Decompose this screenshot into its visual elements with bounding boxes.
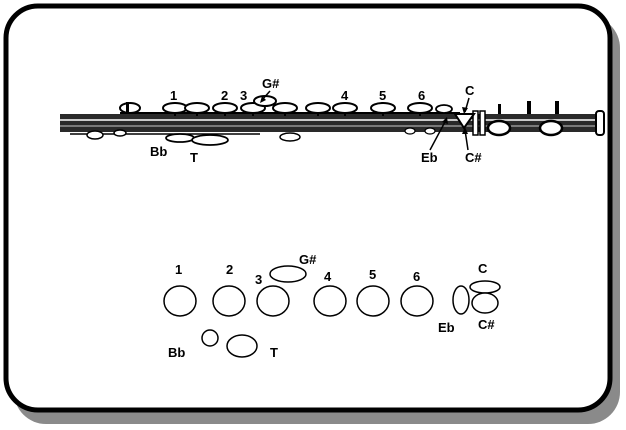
flute-label-5: 5: [379, 88, 386, 103]
flute-end-ring: [595, 110, 605, 136]
flute-key-1: [162, 102, 188, 114]
chart-label-c: C: [478, 261, 488, 276]
flute-label-c: C: [465, 83, 475, 98]
chart-key-c: [469, 280, 501, 294]
flute-label-csharp: C#: [465, 150, 482, 165]
flute-label-4: 4: [341, 88, 349, 103]
flute-key-4: [305, 102, 331, 114]
chart-key-2: [212, 285, 246, 317]
chart-label-eb: Eb: [438, 320, 455, 335]
flute-illustration: 1 2 3 G# 4 5 6 C Bb T Eb C#: [60, 76, 605, 165]
flute-bb-key: [165, 133, 195, 143]
flute-post: [498, 104, 501, 114]
chart-key-3: [256, 285, 290, 317]
flute-key-3b: [272, 102, 298, 114]
chart-label-csharp: C#: [478, 317, 495, 332]
chart-label-5: 5: [369, 267, 376, 282]
flute-label-6: 6: [418, 88, 425, 103]
flute-trill-key: [119, 102, 141, 114]
chart-key-bb: [201, 329, 219, 347]
flute-post: [126, 102, 129, 112]
chart-key-6: [400, 285, 434, 317]
flute-joint: [472, 110, 479, 136]
chart-label-4: 4: [324, 269, 332, 284]
flute-arrowheads: [260, 96, 468, 134]
chart-key-eb: [452, 285, 470, 315]
arrow-eb: [429, 119, 447, 151]
chart-label-1: 1: [175, 262, 182, 277]
flute-label-gsharp: G#: [262, 76, 280, 91]
flute-lower-key: [404, 127, 416, 135]
flute-foot-roller: [538, 119, 564, 137]
flute-body: [60, 114, 605, 132]
flute-lower-key: [86, 130, 104, 140]
flute-joint: [479, 110, 486, 136]
chart-key-5: [356, 285, 390, 317]
flute-key-1b: [184, 102, 210, 114]
flute-c-key: [453, 113, 476, 130]
flute-lower-key: [279, 132, 301, 142]
chart-label-3: 3: [255, 272, 262, 287]
chart-key-4: [313, 285, 347, 317]
flute-t-key: [191, 134, 229, 146]
chart-key-csharp: [471, 292, 499, 314]
flute-label-2: 2: [221, 88, 228, 103]
flute-lower-key: [424, 127, 436, 135]
flute-label-3: 3: [240, 88, 247, 103]
flute-key-6b: [435, 104, 453, 114]
chart-key-gsharp: [269, 265, 307, 283]
chart-label-2: 2: [226, 262, 233, 277]
flute-label-t: T: [190, 150, 198, 165]
key-stems: [174, 112, 421, 116]
chart-key-t: [226, 334, 258, 358]
flute-key-5: [370, 102, 396, 114]
flute-label-1: 1: [170, 88, 177, 103]
flute-key-4b: [332, 102, 358, 114]
flute-key-2: [212, 102, 238, 114]
flute-post: [527, 101, 531, 114]
flute-label-eb: Eb: [421, 150, 438, 165]
key-chart: 1 2 3 G# 4 5 6 C Eb C# Bb T: [163, 252, 501, 360]
chart-label-gsharp: G#: [299, 252, 317, 267]
chart-key-1: [163, 285, 197, 317]
flute-label-bb: Bb: [150, 144, 167, 159]
flute-post: [555, 101, 559, 114]
flute-lower-key: [113, 129, 127, 137]
frame: [3, 3, 613, 413]
chart-label-6: 6: [413, 269, 420, 284]
flute-key-6: [407, 102, 433, 114]
chart-label-t: T: [270, 345, 278, 360]
chart-label-bb: Bb: [168, 345, 185, 360]
flute-foot-roller: [486, 119, 512, 137]
